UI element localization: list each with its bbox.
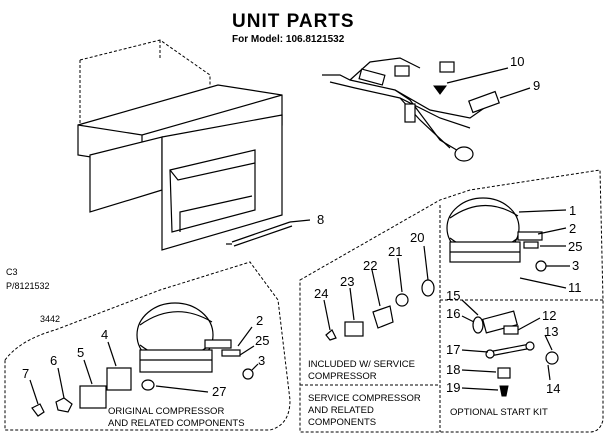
drier-tube: [226, 219, 311, 247]
callout-19: 19: [446, 380, 460, 395]
callout-5: 5: [77, 345, 84, 360]
callout-2-service: 2: [569, 221, 576, 236]
service-caption-line3: COMPONENTS: [308, 417, 376, 428]
screw-10: [433, 85, 447, 95]
callout-24: 24: [314, 286, 328, 301]
wiring-harness: [322, 57, 500, 162]
callout-4: 4: [101, 327, 108, 342]
callout-8: 8: [317, 212, 324, 227]
machine-compartment: [77, 84, 283, 251]
service-included-parts: [325, 279, 435, 341]
service-group-outline: [299, 169, 604, 433]
callout-9: 9: [533, 78, 540, 93]
callout-22: 22: [363, 258, 377, 273]
callout-18: 18: [446, 362, 460, 377]
service-caption-line1: SERVICE COMPRESSOR: [308, 393, 421, 404]
callout-16: 16: [446, 306, 460, 321]
service-caption-line2: AND RELATED: [308, 405, 374, 416]
code-label: 3442: [40, 314, 60, 324]
callout-3-service: 3: [572, 258, 579, 273]
original-group-outline: [4, 261, 291, 431]
callout-3-original: 3: [258, 353, 265, 368]
callout-15: 15: [446, 288, 460, 303]
original-caption-line1: ORIGINAL COMPRESSOR: [108, 406, 224, 417]
callout-17: 17: [446, 342, 460, 357]
callout-6: 6: [50, 353, 57, 368]
original-compressor: [136, 302, 241, 391]
callout-1: 1: [569, 203, 576, 218]
callout-25-service: 25: [568, 239, 582, 254]
page-title: UNIT PARTS: [232, 11, 355, 32]
original-caption-line2: AND RELATED COMPONENTS: [108, 418, 245, 429]
cabinet-outline: [79, 39, 211, 145]
callout-12: 12: [542, 308, 556, 323]
callout-14: 14: [546, 381, 560, 396]
c3-label: C3: [6, 267, 18, 277]
callout-13: 13: [544, 324, 558, 339]
callout-23: 23: [340, 274, 354, 289]
model-line: For Model: 106.8121532: [232, 34, 345, 45]
callout-2-original: 2: [256, 313, 263, 328]
callout-11: 11: [568, 280, 582, 295]
callout-25-original: 25: [255, 333, 269, 348]
service-compressor: [446, 197, 547, 272]
included-caption-line2: COMPRESSOR: [308, 371, 377, 382]
part-ref-label: P/8121532: [6, 281, 50, 291]
optional-kit-caption: OPTIONAL START KIT: [450, 407, 548, 418]
relay-parts: [31, 367, 132, 417]
callout-21: 21: [388, 244, 402, 259]
callout-27: 27: [212, 384, 226, 399]
start-kit-parts: [472, 310, 559, 397]
callout-10: 10: [510, 54, 524, 69]
included-caption-line1: INCLUDED W/ SERVICE: [308, 359, 415, 370]
callout-20: 20: [410, 230, 424, 245]
callout-7: 7: [22, 366, 29, 381]
